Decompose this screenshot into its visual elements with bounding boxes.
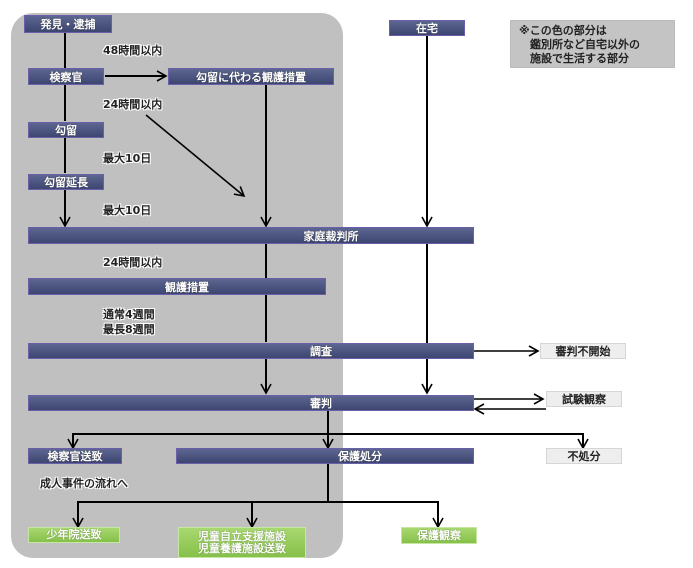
label-usually-4-weeks: 通常4週間 <box>103 308 155 321</box>
label-max-10-days-detention: 最大10日 <box>103 152 152 165</box>
legend-note-line2: 鑑別所など自宅以外の <box>530 38 640 51</box>
node-hearing-label: 審判 <box>310 397 332 410</box>
label-to-adult-case-flow: 成人事件の流れへ <box>40 477 128 490</box>
node-juvenile-training-school-label: 少年院送致 <box>46 528 102 541</box>
node-probation-trial-label: 試験観察 <box>562 393 606 406</box>
node-protective-custody-label: 観護措置 <box>165 280 209 294</box>
label-within-24h-court: 24時間以内 <box>103 256 163 269</box>
node-detention: 勾留 <box>28 122 104 138</box>
node-child-facility: 児童自立支援施設 児童養護施設送致 <box>178 527 306 558</box>
node-prosecutor: 検察官 <box>28 68 104 85</box>
node-protective-custody: 観護措置 <box>28 278 326 295</box>
node-referral-to-prosecutor: 検察官送致 <box>28 448 122 464</box>
node-discovery-arrest: 発見・逮捕 <box>24 15 112 33</box>
node-probation-label: 保護観察 <box>417 528 461 542</box>
node-juvenile-training-school: 少年院送致 <box>28 527 120 543</box>
node-no-disposition-label: 不処分 <box>567 450 601 463</box>
legend-note-line1: ※この色の部分は <box>519 24 607 37</box>
node-child-facility-line1: 児童自立支援施設 <box>198 529 286 543</box>
node-family-court: 家庭裁判所 <box>28 227 474 244</box>
node-at-home-label: 在宅 <box>416 22 438 35</box>
label-within-48h: 48時間以内 <box>103 44 163 57</box>
node-detention-extension-label: 勾留延長 <box>44 176 88 189</box>
node-no-hearing-label: 審判不開始 <box>555 345 611 358</box>
node-protective-disposition: 保護処分 <box>176 448 474 464</box>
node-family-court-label: 家庭裁判所 <box>303 229 359 243</box>
node-child-facility-line2: 児童養護施設送致 <box>198 541 286 555</box>
node-referral-to-prosecutor-label: 検察官送致 <box>47 450 103 463</box>
label-max-10-days-extension: 最大10日 <box>103 204 152 217</box>
node-at-home: 在宅 <box>389 20 465 36</box>
node-investigation-label: 調査 <box>310 345 332 358</box>
legend-note: ※この色の部分は 鑑別所など自宅以外の 施設で生活する部分 <box>510 20 675 68</box>
node-detention-label: 勾留 <box>55 124 77 137</box>
node-probation: 保護観察 <box>401 527 477 544</box>
node-hearing: 審判 <box>28 395 474 411</box>
connector-diagonal-to-court <box>145 114 246 198</box>
legend-note-line3: 施設で生活する部分 <box>530 52 629 65</box>
label-max-8-weeks: 最長8週間 <box>103 323 155 336</box>
node-protective-disposition-label: 保護処分 <box>338 450 382 463</box>
node-probation-trial: 試験観察 <box>546 391 622 407</box>
label-within-24h-prosecutor: 24時間以内 <box>103 98 163 111</box>
node-discovery-arrest-label: 発見・逮捕 <box>40 18 96 31</box>
node-no-disposition: 不処分 <box>546 448 622 464</box>
node-detention-extension: 勾留延長 <box>28 174 104 190</box>
node-alt-custody-measure: 勾留に代わる観護措置 <box>168 68 334 85</box>
node-investigation: 調査 <box>28 343 474 359</box>
node-prosecutor-label: 検察官 <box>49 70 83 84</box>
node-alt-custody-measure-label: 勾留に代わる観護措置 <box>196 70 306 84</box>
node-no-hearing: 審判不開始 <box>540 343 626 359</box>
